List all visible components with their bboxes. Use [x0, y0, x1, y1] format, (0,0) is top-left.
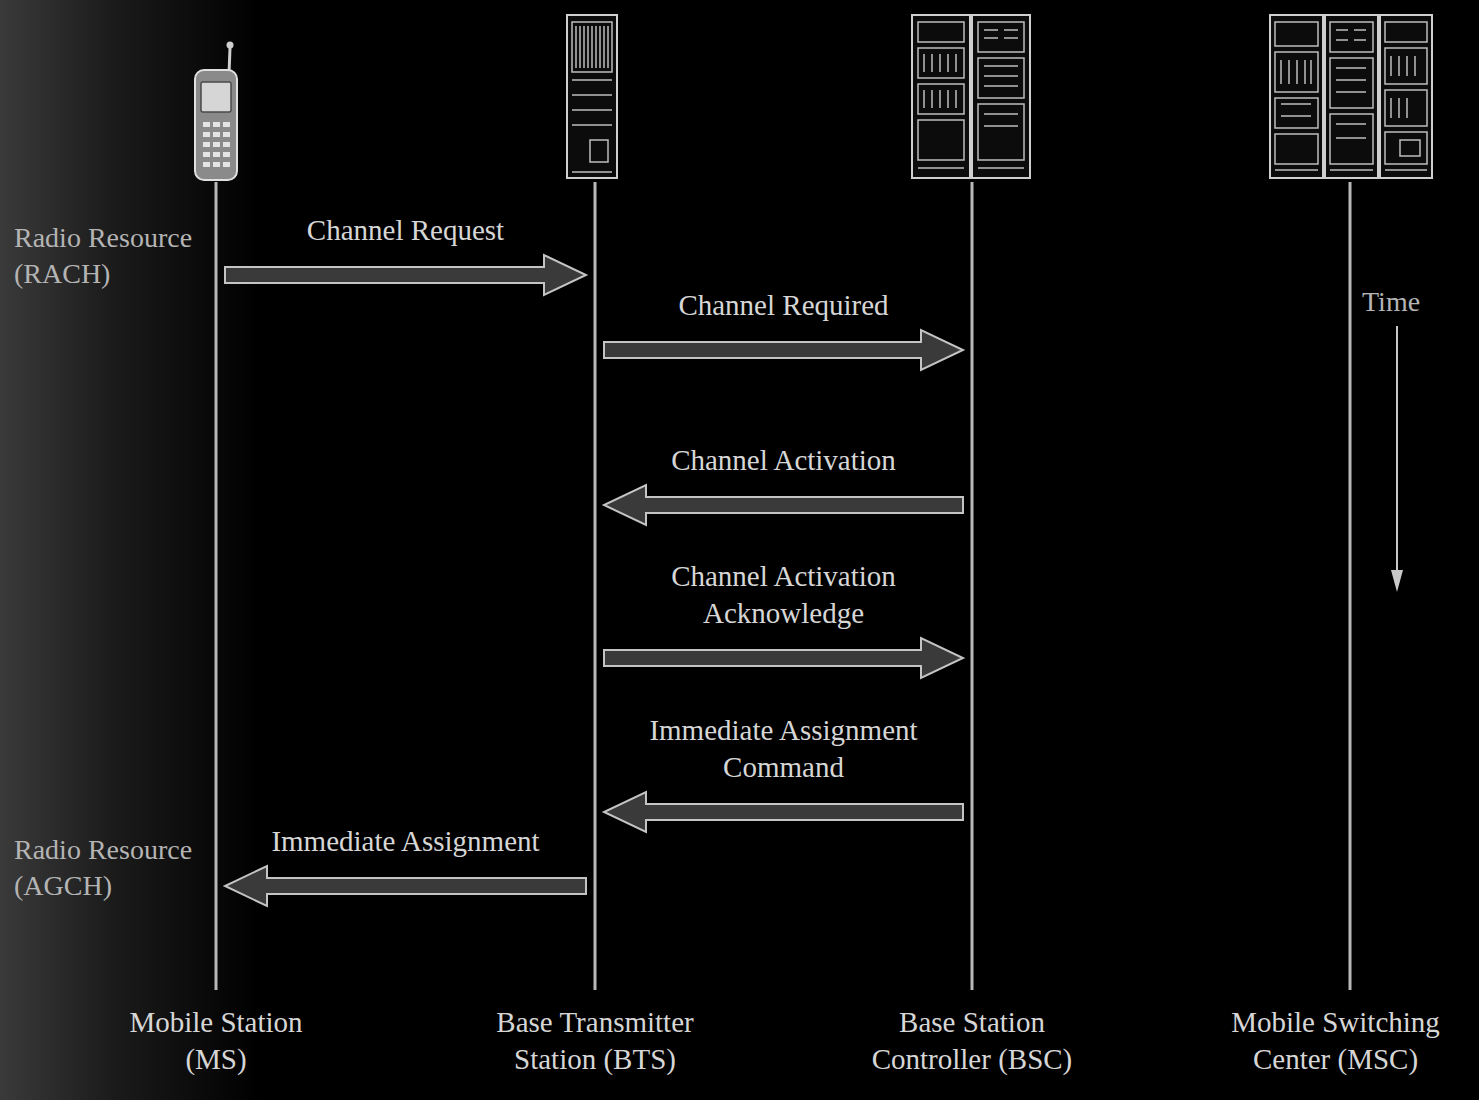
- msc-modules: [1275, 22, 1427, 170]
- lifeline: [971, 182, 974, 990]
- message-label: Channel Activation Acknowledge: [634, 558, 934, 632]
- bts-cabinet: [567, 15, 617, 178]
- bsc-cabinet: [972, 15, 1030, 178]
- lifeline: [1349, 182, 1352, 990]
- time-axis: [1396, 326, 1398, 580]
- entity-label: Base Transmitter Station (BTS): [473, 1004, 718, 1078]
- message-arrow: [604, 485, 963, 525]
- message-arrow: [225, 255, 586, 295]
- phone-screen: [201, 82, 231, 112]
- network-entity: Mobile Station (MS): [104, 10, 329, 1078]
- lifeline: [594, 182, 597, 990]
- message-arrow: [225, 866, 586, 906]
- message-label: Channel Request: [307, 212, 504, 249]
- phone-body: [195, 70, 237, 180]
- entity-label: Mobile Station (MS): [114, 1004, 319, 1078]
- message-arrow: [604, 792, 963, 832]
- phone-keypad: [203, 122, 230, 167]
- lifeline: [215, 182, 218, 990]
- bts-modules: [572, 22, 612, 172]
- msc-cabinet: [1270, 15, 1323, 178]
- bsc-cabinet: [912, 15, 970, 178]
- message-label: Immediate Assignment: [271, 823, 539, 860]
- phone-antenna-tip: [227, 42, 234, 49]
- entity-label: Mobile Switching Center (MSC): [1208, 1004, 1463, 1078]
- network-entity: Mobile Switching Center (MSC): [1198, 10, 1473, 1078]
- network-entity: Base Transmitter Station (BTS): [463, 10, 728, 1078]
- entity-label: Base Station Controller (BSC): [845, 1004, 1100, 1078]
- message-label: Channel Required: [678, 287, 888, 324]
- channel-type-note: Radio Resource (AGCH): [14, 832, 209, 904]
- channel-type-note: Radio Resource (RACH): [14, 220, 209, 292]
- network-entity: Base Station Controller (BSC): [835, 10, 1110, 1078]
- message-arrow: [604, 638, 963, 678]
- message-arrow: [604, 330, 963, 370]
- message-label: Channel Activation: [671, 442, 896, 479]
- msc-cabinet: [1325, 15, 1378, 178]
- time-arrowhead: [1391, 570, 1403, 592]
- message-label: Immediate Assignment Command: [619, 712, 949, 786]
- time-axis-label: Time: [1362, 284, 1420, 320]
- bsc-modules: [918, 22, 1024, 168]
- msc-cabinet: [1380, 15, 1432, 178]
